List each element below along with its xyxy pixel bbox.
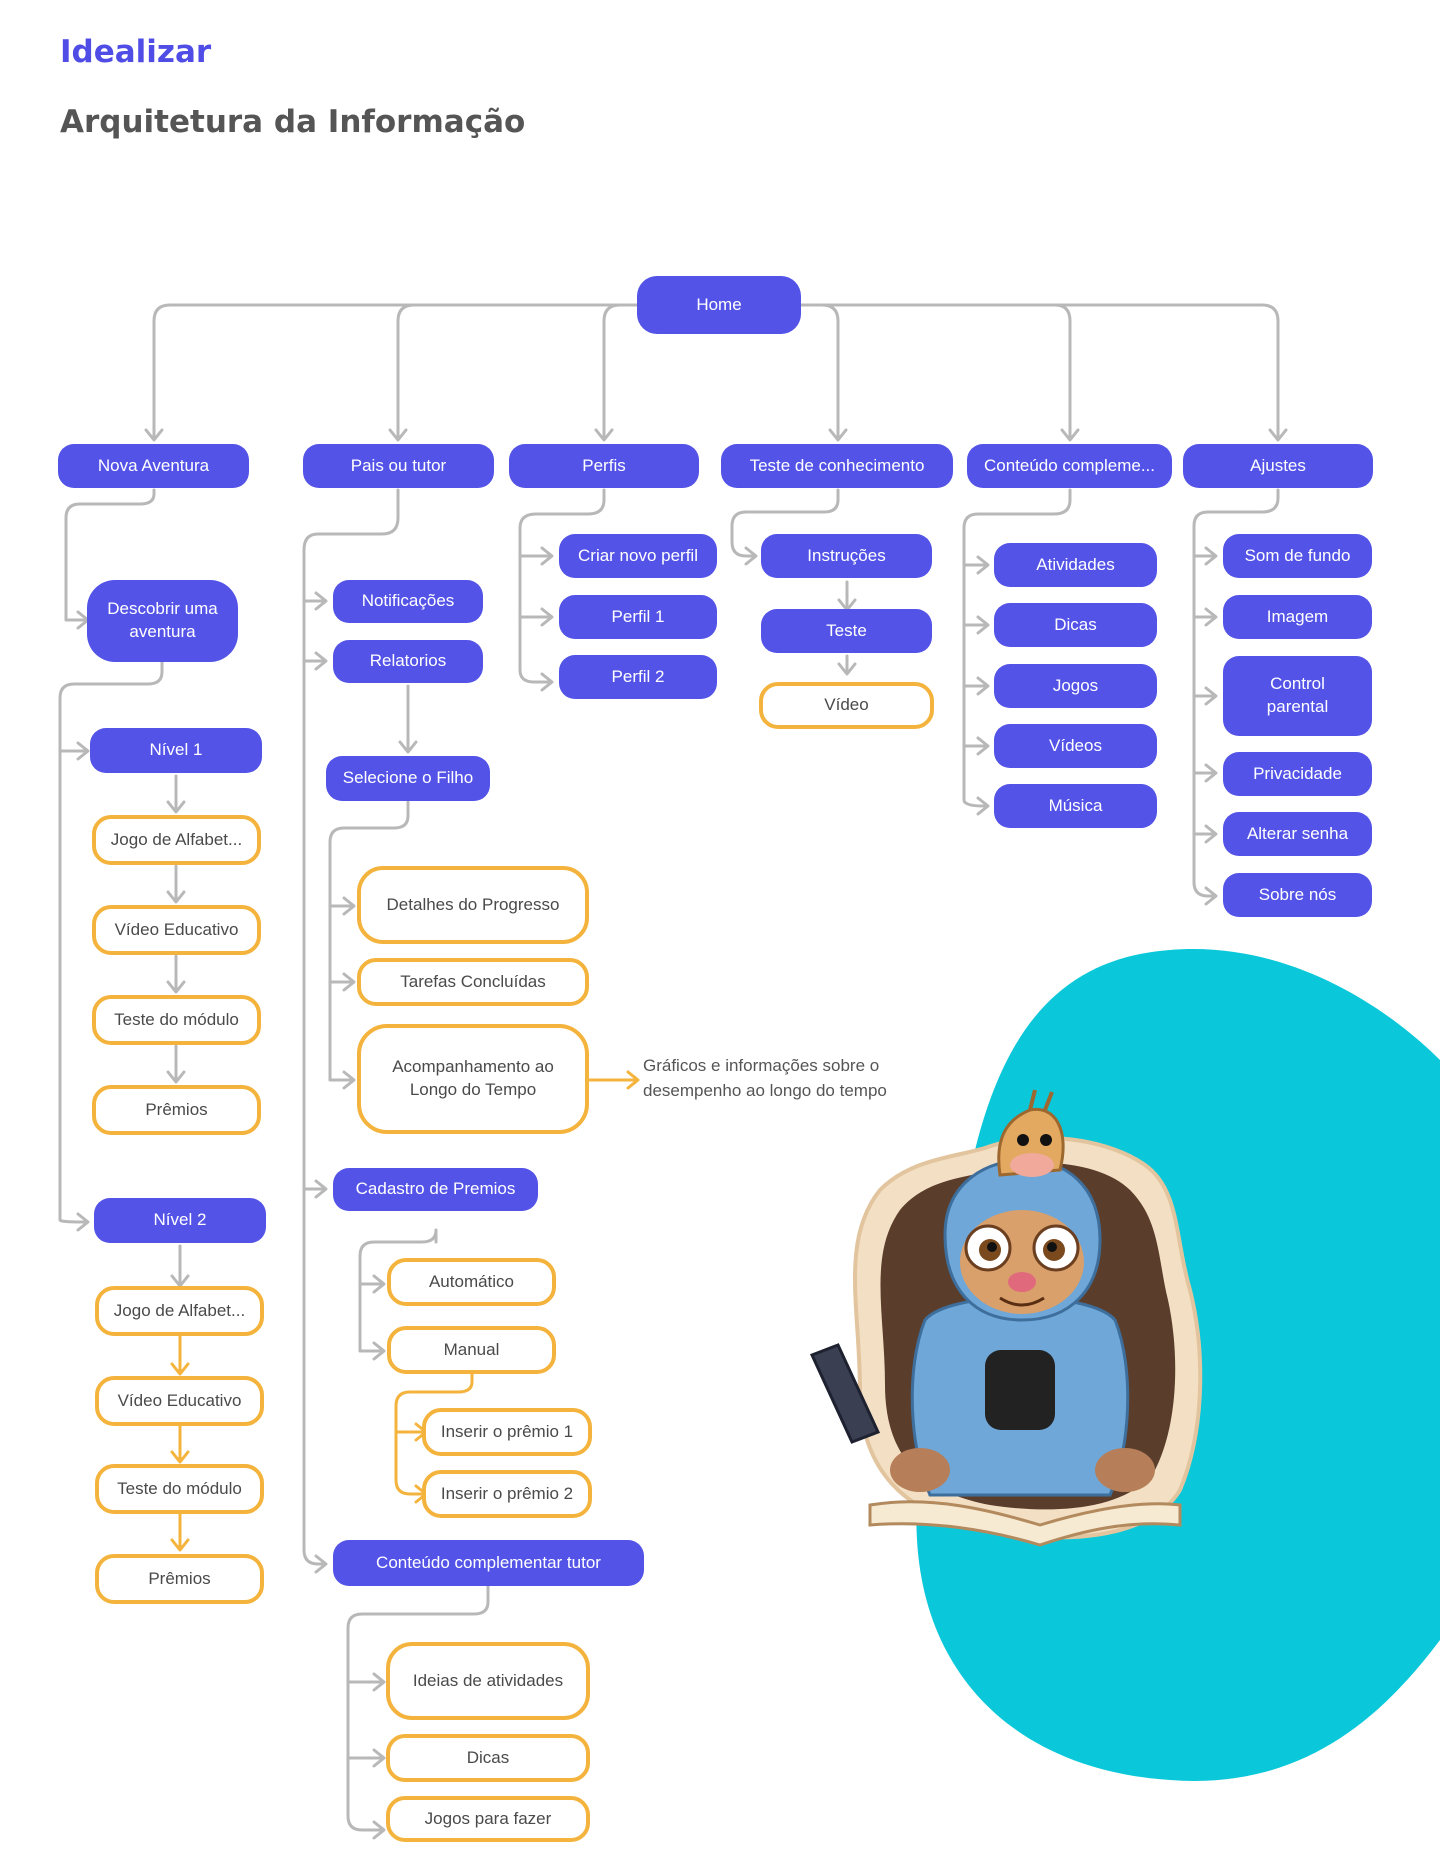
- node-notificacoes[interactable]: Notificações: [333, 580, 483, 623]
- node-descobrir-aventura[interactable]: Descobrir uma aventura: [87, 580, 238, 662]
- node-videos[interactable]: Vídeos: [994, 724, 1157, 768]
- node-imagem[interactable]: Imagem: [1223, 595, 1372, 639]
- node-manual[interactable]: Manual: [387, 1326, 556, 1374]
- node-conteudo-complementar[interactable]: Conteúdo compleme...: [967, 444, 1172, 488]
- node-jogos[interactable]: Jogos: [994, 664, 1157, 708]
- node-perfil-2[interactable]: Perfil 2: [559, 655, 717, 699]
- mascot-shirt: [985, 1350, 1055, 1430]
- node-instrucoes[interactable]: Instruções: [761, 534, 932, 578]
- node-nivel2-jogo[interactable]: Jogo de Alfabet...: [95, 1286, 264, 1336]
- mascot-book: [868, 1500, 1182, 1547]
- node-atividades[interactable]: Atividades: [994, 543, 1157, 587]
- node-musica[interactable]: Música: [994, 784, 1157, 828]
- node-som-de-fundo[interactable]: Som de fundo: [1223, 534, 1372, 578]
- node-jogos-para-fazer[interactable]: Jogos para fazer: [386, 1796, 590, 1842]
- node-nivel2-teste[interactable]: Teste do módulo: [95, 1464, 264, 1514]
- node-acompanhamento[interactable]: Acompanhamento ao Longo do Tempo: [357, 1024, 589, 1134]
- node-inserir-premio-2[interactable]: Inserir o prêmio 2: [422, 1470, 592, 1518]
- node-criar-novo-perfil[interactable]: Criar novo perfil: [559, 534, 717, 578]
- node-video[interactable]: Vídeo: [759, 682, 934, 729]
- node-nivel1-premios[interactable]: Prêmios: [92, 1085, 261, 1135]
- node-nivel-2[interactable]: Nível 2: [94, 1198, 266, 1243]
- node-perfil-1[interactable]: Perfil 1: [559, 595, 717, 639]
- node-nivel1-jogo[interactable]: Jogo de Alfabet...: [92, 815, 261, 865]
- brand-title: Idealizar: [60, 34, 212, 70]
- node-perfis[interactable]: Perfis: [509, 444, 699, 488]
- node-dicas-tutor[interactable]: Dicas: [386, 1734, 590, 1782]
- node-nivel1-video[interactable]: Vídeo Educativo: [92, 905, 261, 955]
- node-nivel2-video[interactable]: Vídeo Educativo: [95, 1376, 264, 1426]
- node-privacidade[interactable]: Privacidade: [1223, 752, 1372, 796]
- node-nova-aventura[interactable]: Nova Aventura: [58, 444, 249, 488]
- node-ajustes[interactable]: Ajustes: [1183, 444, 1373, 488]
- node-teste-de-conhecimento[interactable]: Teste de conhecimento: [721, 444, 953, 488]
- node-detalhes-do-progresso[interactable]: Detalhes do Progresso: [357, 866, 589, 944]
- mascot-head: [943, 1158, 1102, 1322]
- node-home[interactable]: Home: [637, 276, 801, 334]
- node-dicas[interactable]: Dicas: [994, 603, 1157, 647]
- node-selecione-o-filho[interactable]: Selecione o Filho: [326, 756, 490, 801]
- node-inserir-premio-1[interactable]: Inserir o prêmio 1: [422, 1408, 592, 1456]
- node-nivel1-teste[interactable]: Teste do módulo: [92, 995, 261, 1045]
- node-sobre-nos[interactable]: Sobre nós: [1223, 873, 1372, 917]
- node-nivel2-premios[interactable]: Prêmios: [95, 1554, 264, 1604]
- acompanhamento-note: Gráficos e informações sobre o desempenh…: [643, 1056, 887, 1100]
- node-ideias-de-atividades[interactable]: Ideias de atividades: [386, 1642, 590, 1720]
- mascot-body: [890, 1296, 1155, 1497]
- node-nivel-1[interactable]: Nível 1: [90, 728, 262, 773]
- mascot-giraffe: [997, 1089, 1065, 1177]
- node-alterar-senha[interactable]: Alterar senha: [1223, 812, 1372, 856]
- node-relatorios[interactable]: Relatorios: [333, 640, 483, 683]
- node-conteudo-complementar-tutor[interactable]: Conteúdo complementar tutor: [333, 1540, 644, 1586]
- node-cadastro-de-premios[interactable]: Cadastro de Premios: [333, 1168, 538, 1211]
- node-automatico[interactable]: Automático: [387, 1258, 556, 1306]
- node-tarefas-concluidas[interactable]: Tarefas Concluídas: [357, 958, 589, 1006]
- mascot-tablet: [809, 1343, 881, 1444]
- node-control-parental[interactable]: Control parental: [1223, 656, 1372, 736]
- node-teste[interactable]: Teste: [761, 609, 932, 653]
- page-title: Arquitetura da Informação: [60, 104, 526, 140]
- node-pais-ou-tutor[interactable]: Pais ou tutor: [303, 444, 494, 488]
